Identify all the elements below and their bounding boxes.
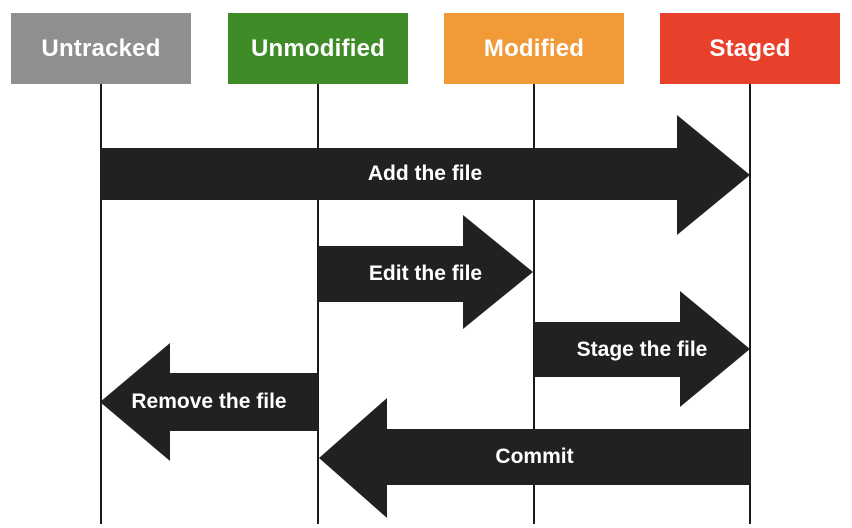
arrow-label-commit: Commit [495, 445, 574, 468]
state-label-staged: Staged [709, 34, 791, 62]
transition-arrow-commit: Commit [319, 398, 750, 518]
arrow-shaft [318, 246, 463, 302]
arrow-label-add-the-file: Add the file [367, 162, 483, 185]
transition-arrow-stage-the-file: Stage the file [534, 291, 750, 407]
arrow-label-edit-the-file: Edit the file [368, 262, 483, 285]
state-label-unmodified: Unmodified [251, 34, 385, 62]
arrowhead-right-icon [677, 115, 750, 235]
arrow-shaft [170, 373, 318, 431]
arrowhead-right-icon [463, 215, 533, 329]
transition-arrow-remove-the-file: Remove the file [100, 343, 318, 461]
state-label-untracked: Untracked [41, 34, 161, 62]
arrowhead-right-icon [680, 291, 750, 407]
arrow-label-remove-the-file: Remove the file [131, 390, 287, 413]
arrow-label-stage-the-file: Stage the file [576, 338, 708, 361]
state-box-modified: Modified [444, 13, 624, 84]
state-box-untracked: Untracked [11, 13, 191, 84]
transition-arrow-add-the-file: Add the file [100, 115, 750, 235]
state-box-unmodified: Unmodified [228, 13, 408, 84]
state-box-staged: Staged [660, 13, 840, 84]
arrowhead-left-icon [100, 343, 170, 461]
arrow-shaft [534, 322, 680, 377]
lifeline-staged [749, 84, 751, 524]
transition-arrow-edit-the-file: Edit the file [318, 215, 533, 329]
arrow-shaft [387, 429, 750, 485]
state-label-modified: Modified [483, 34, 585, 62]
lifeline-modified [533, 84, 535, 524]
lifeline-unmodified [317, 84, 319, 524]
lifeline-untracked [100, 84, 102, 524]
arrowhead-left-icon [319, 398, 387, 518]
arrow-shaft [100, 148, 677, 200]
